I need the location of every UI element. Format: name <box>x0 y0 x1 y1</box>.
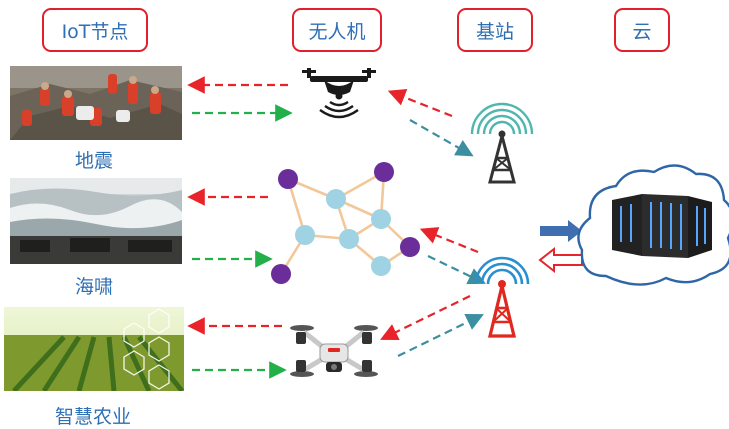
arrow-uav-to-tower <box>409 119 474 157</box>
agriculture-photo <box>4 307 184 391</box>
quadcopter-drone-icon <box>302 68 376 119</box>
radio-tower-icon <box>470 102 534 184</box>
mesh-node-endpoint <box>271 264 291 284</box>
server-cloud-icon <box>577 164 729 286</box>
mesh-node-relay <box>371 209 391 229</box>
mesh-node-relay <box>371 256 391 276</box>
wifi-tower-icon <box>474 256 530 338</box>
header-cloud-label: 云 <box>632 20 652 43</box>
arrow-wifi-tower-to-mesh <box>419 227 479 254</box>
header-base-station-label: 基站 <box>475 20 514 43</box>
mesh-node-relay <box>295 225 315 245</box>
arrow-tower-to-uav <box>387 89 453 118</box>
camera-drone-icon <box>290 325 378 377</box>
mesh-network <box>279 170 411 275</box>
arrow-from-cloud <box>538 246 583 274</box>
header-uav: 无人机 <box>292 8 382 52</box>
cloud-arrows <box>538 220 583 274</box>
arrow-drone-to-wifi-tower <box>397 313 484 357</box>
header-iot-label: IoT节点 <box>61 20 129 43</box>
caption-earthquake: 地震 <box>74 150 113 172</box>
arrow-wifi-tower-to-drone <box>380 295 471 341</box>
mesh-node-endpoint <box>374 162 394 182</box>
arrow-to-cloud <box>540 220 582 242</box>
mesh-node-relay <box>326 189 346 209</box>
earthquake-photo <box>10 66 182 140</box>
caption-agriculture: 智慧农业 <box>54 406 131 428</box>
mesh-node-endpoint <box>278 169 298 189</box>
mesh-nodes <box>271 162 420 284</box>
mesh-node-relay <box>339 229 359 249</box>
arrow-mesh-to-wifi-tower <box>427 255 486 285</box>
header-uav-label: 无人机 <box>308 20 366 43</box>
mesh-node-endpoint <box>400 237 420 257</box>
header-base-station: 基站 <box>457 8 533 52</box>
header-cloud: 云 <box>614 8 670 52</box>
caption-tsunami: 海啸 <box>74 276 113 298</box>
tsunami-photo <box>10 178 182 264</box>
header-iot-nodes: IoT节点 <box>42 8 148 52</box>
